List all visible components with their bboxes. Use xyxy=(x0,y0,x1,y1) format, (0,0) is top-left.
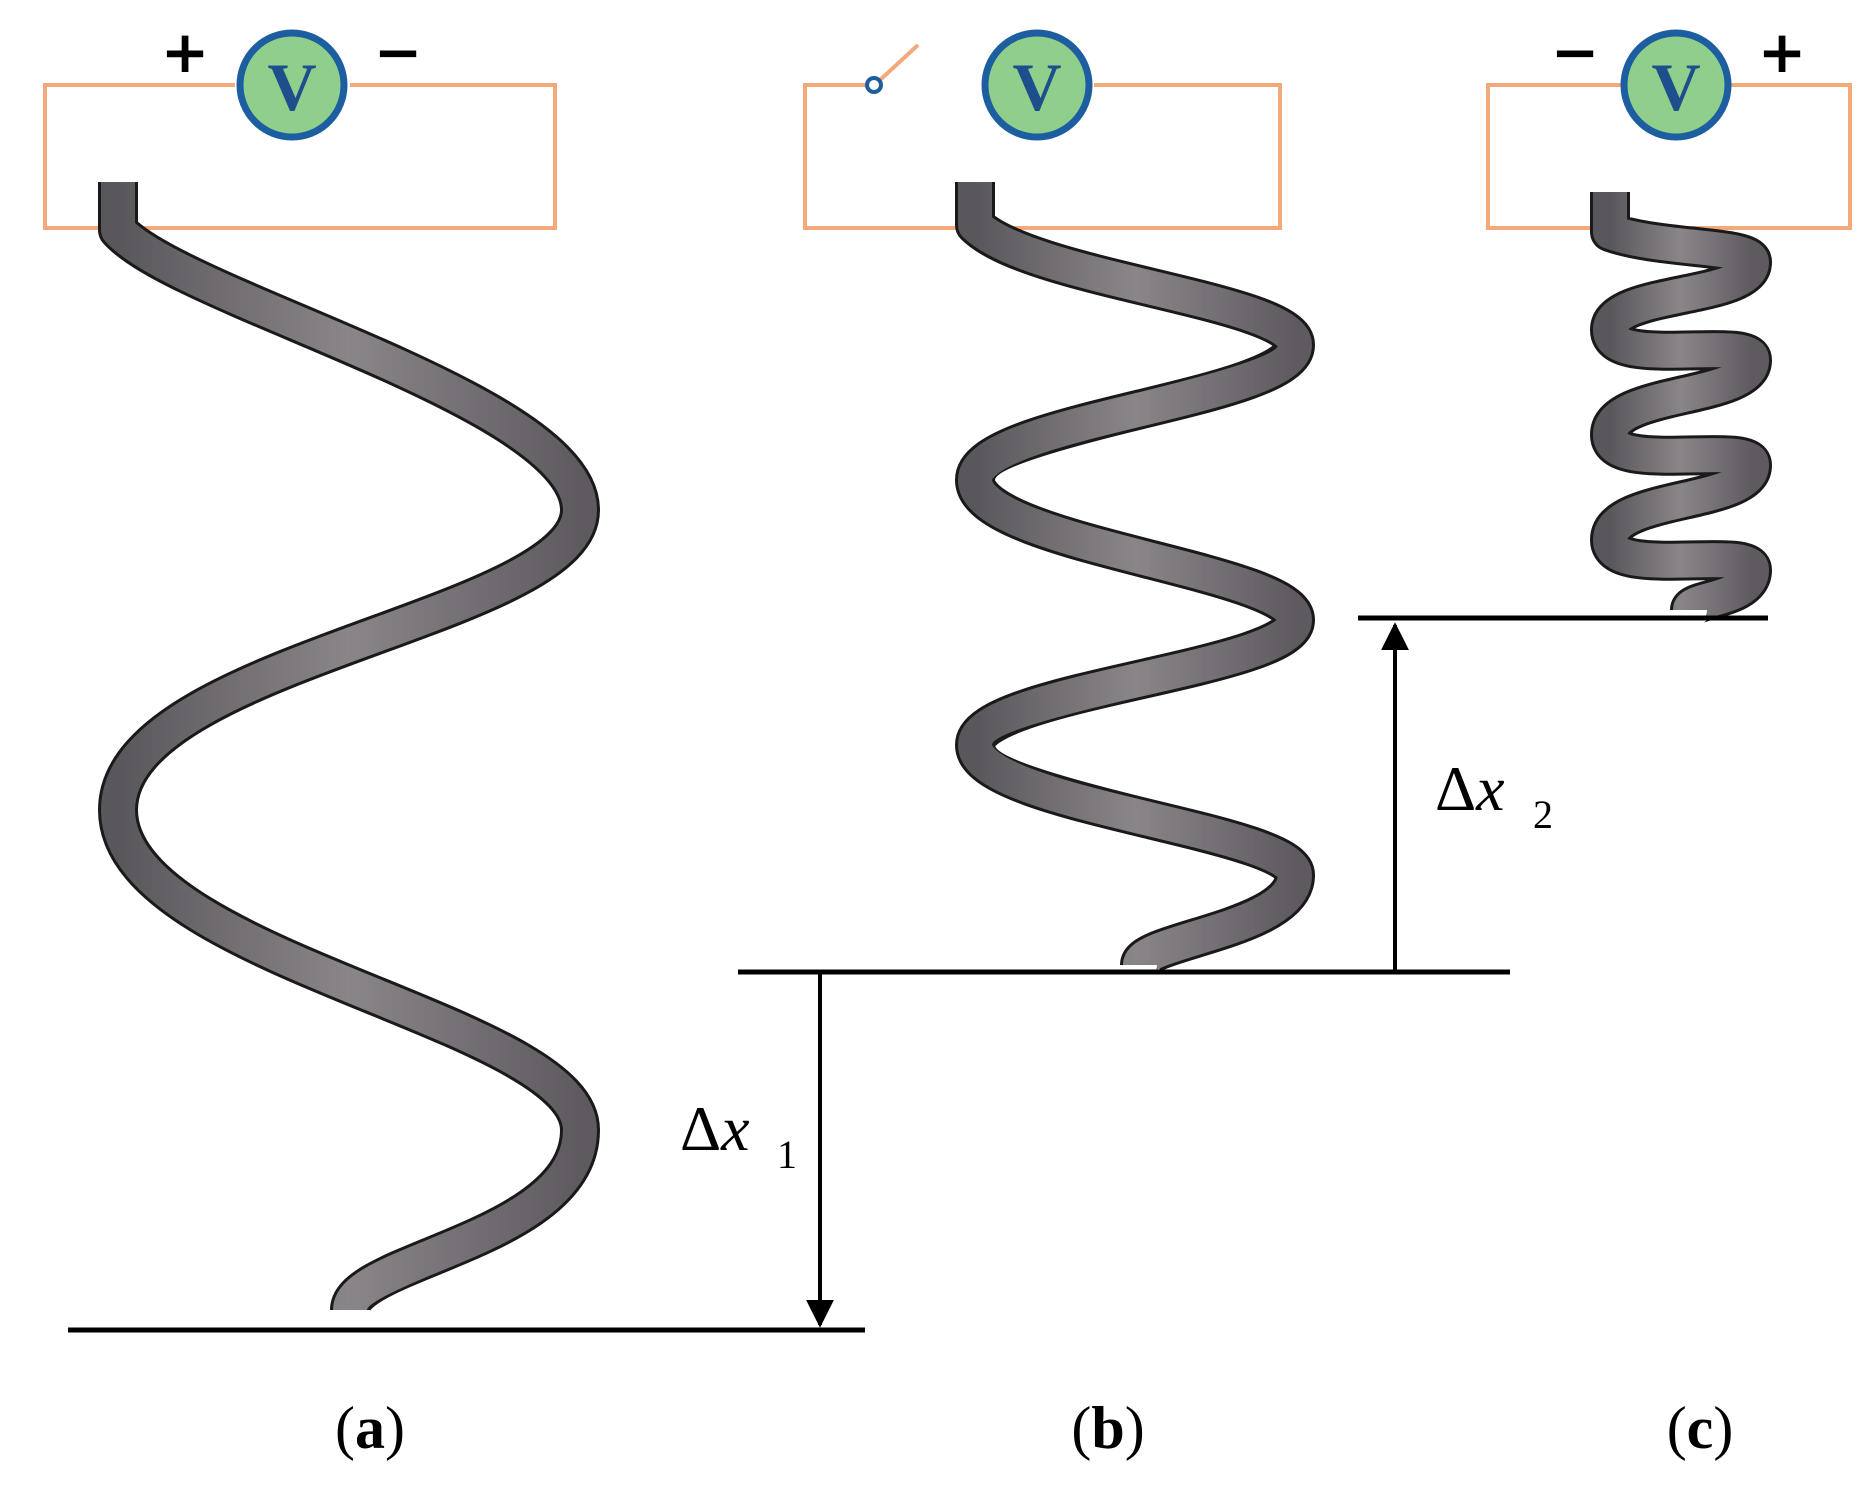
dx1-label: Δx xyxy=(680,1093,750,1164)
circuit-wire-a xyxy=(43,83,557,230)
switch-pivot xyxy=(865,76,883,94)
dx2-label: Δx xyxy=(1435,753,1505,824)
dx1-subscript: 1 xyxy=(777,1132,797,1177)
spring-a xyxy=(98,182,600,1315)
polarity-plus-a: + xyxy=(161,18,210,86)
displacement-dx2: Δx 2 xyxy=(1381,622,1553,970)
voltmeter-c xyxy=(1620,29,1732,141)
voltmeter-a xyxy=(236,29,348,141)
switch-lever xyxy=(878,43,920,82)
panel-label-b: (b) xyxy=(1071,1395,1144,1461)
spring-c xyxy=(1590,192,1772,625)
voltmeter-a-letter: V xyxy=(267,49,316,125)
voltmeter-b-letter: V xyxy=(1012,49,1061,125)
panel-label-c: (c) xyxy=(1667,1395,1734,1461)
voltmeter-c-letter: V xyxy=(1651,49,1700,125)
spring-b xyxy=(955,182,1315,976)
panel-label-a: (a) xyxy=(335,1395,405,1461)
voltmeter-b xyxy=(981,29,1093,141)
polarity-minus-a: − xyxy=(374,18,423,86)
panel-c: V − + (c) xyxy=(1358,18,1852,1461)
polarity-plus-c: + xyxy=(1758,18,1807,86)
panel-a: V + − (a) xyxy=(43,18,865,1461)
polarity-minus-c: − xyxy=(1551,18,1600,86)
panel-b: V (b) xyxy=(738,29,1510,1461)
dx2-subscript: 2 xyxy=(1533,792,1553,837)
displacement-dx1: Δx 1 xyxy=(680,974,834,1328)
